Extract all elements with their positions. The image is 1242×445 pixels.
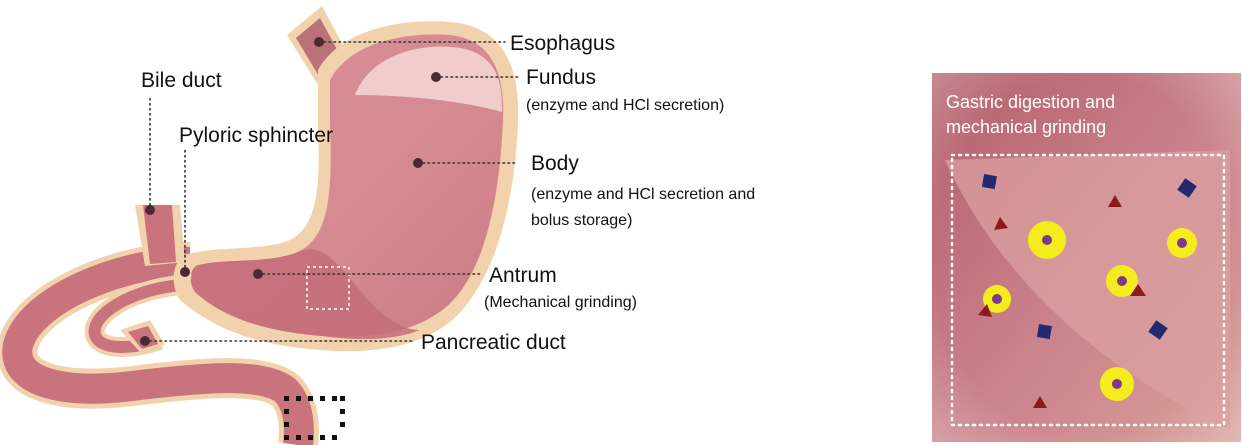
label-pancreatic-duct: Pancreatic duct: [421, 331, 566, 354]
label-fundus-note: (enzyme and HCl secretion): [526, 97, 724, 114]
label-body-note-1: (enzyme and HCl secretion and: [531, 186, 755, 203]
label-antrum-note: (Mechanical grinding): [484, 294, 637, 311]
label-body-note-2: bolus storage): [531, 212, 632, 229]
inset-panel: Gastric digestion and mechanical grindin…: [932, 73, 1241, 442]
label-antrum: Antrum: [489, 264, 557, 287]
inset-title-line2: mechanical grinding: [946, 117, 1106, 137]
label-esophagus: Esophagus: [510, 32, 615, 55]
stomach: [174, 6, 518, 351]
label-pyloric-sphincter: Pyloric sphincter: [179, 124, 333, 147]
label-fundus: Fundus: [526, 66, 596, 89]
inset-title-line1: Gastric digestion and: [946, 92, 1115, 112]
label-body: Body: [531, 152, 579, 175]
label-bile-duct: Bile duct: [141, 69, 222, 92]
